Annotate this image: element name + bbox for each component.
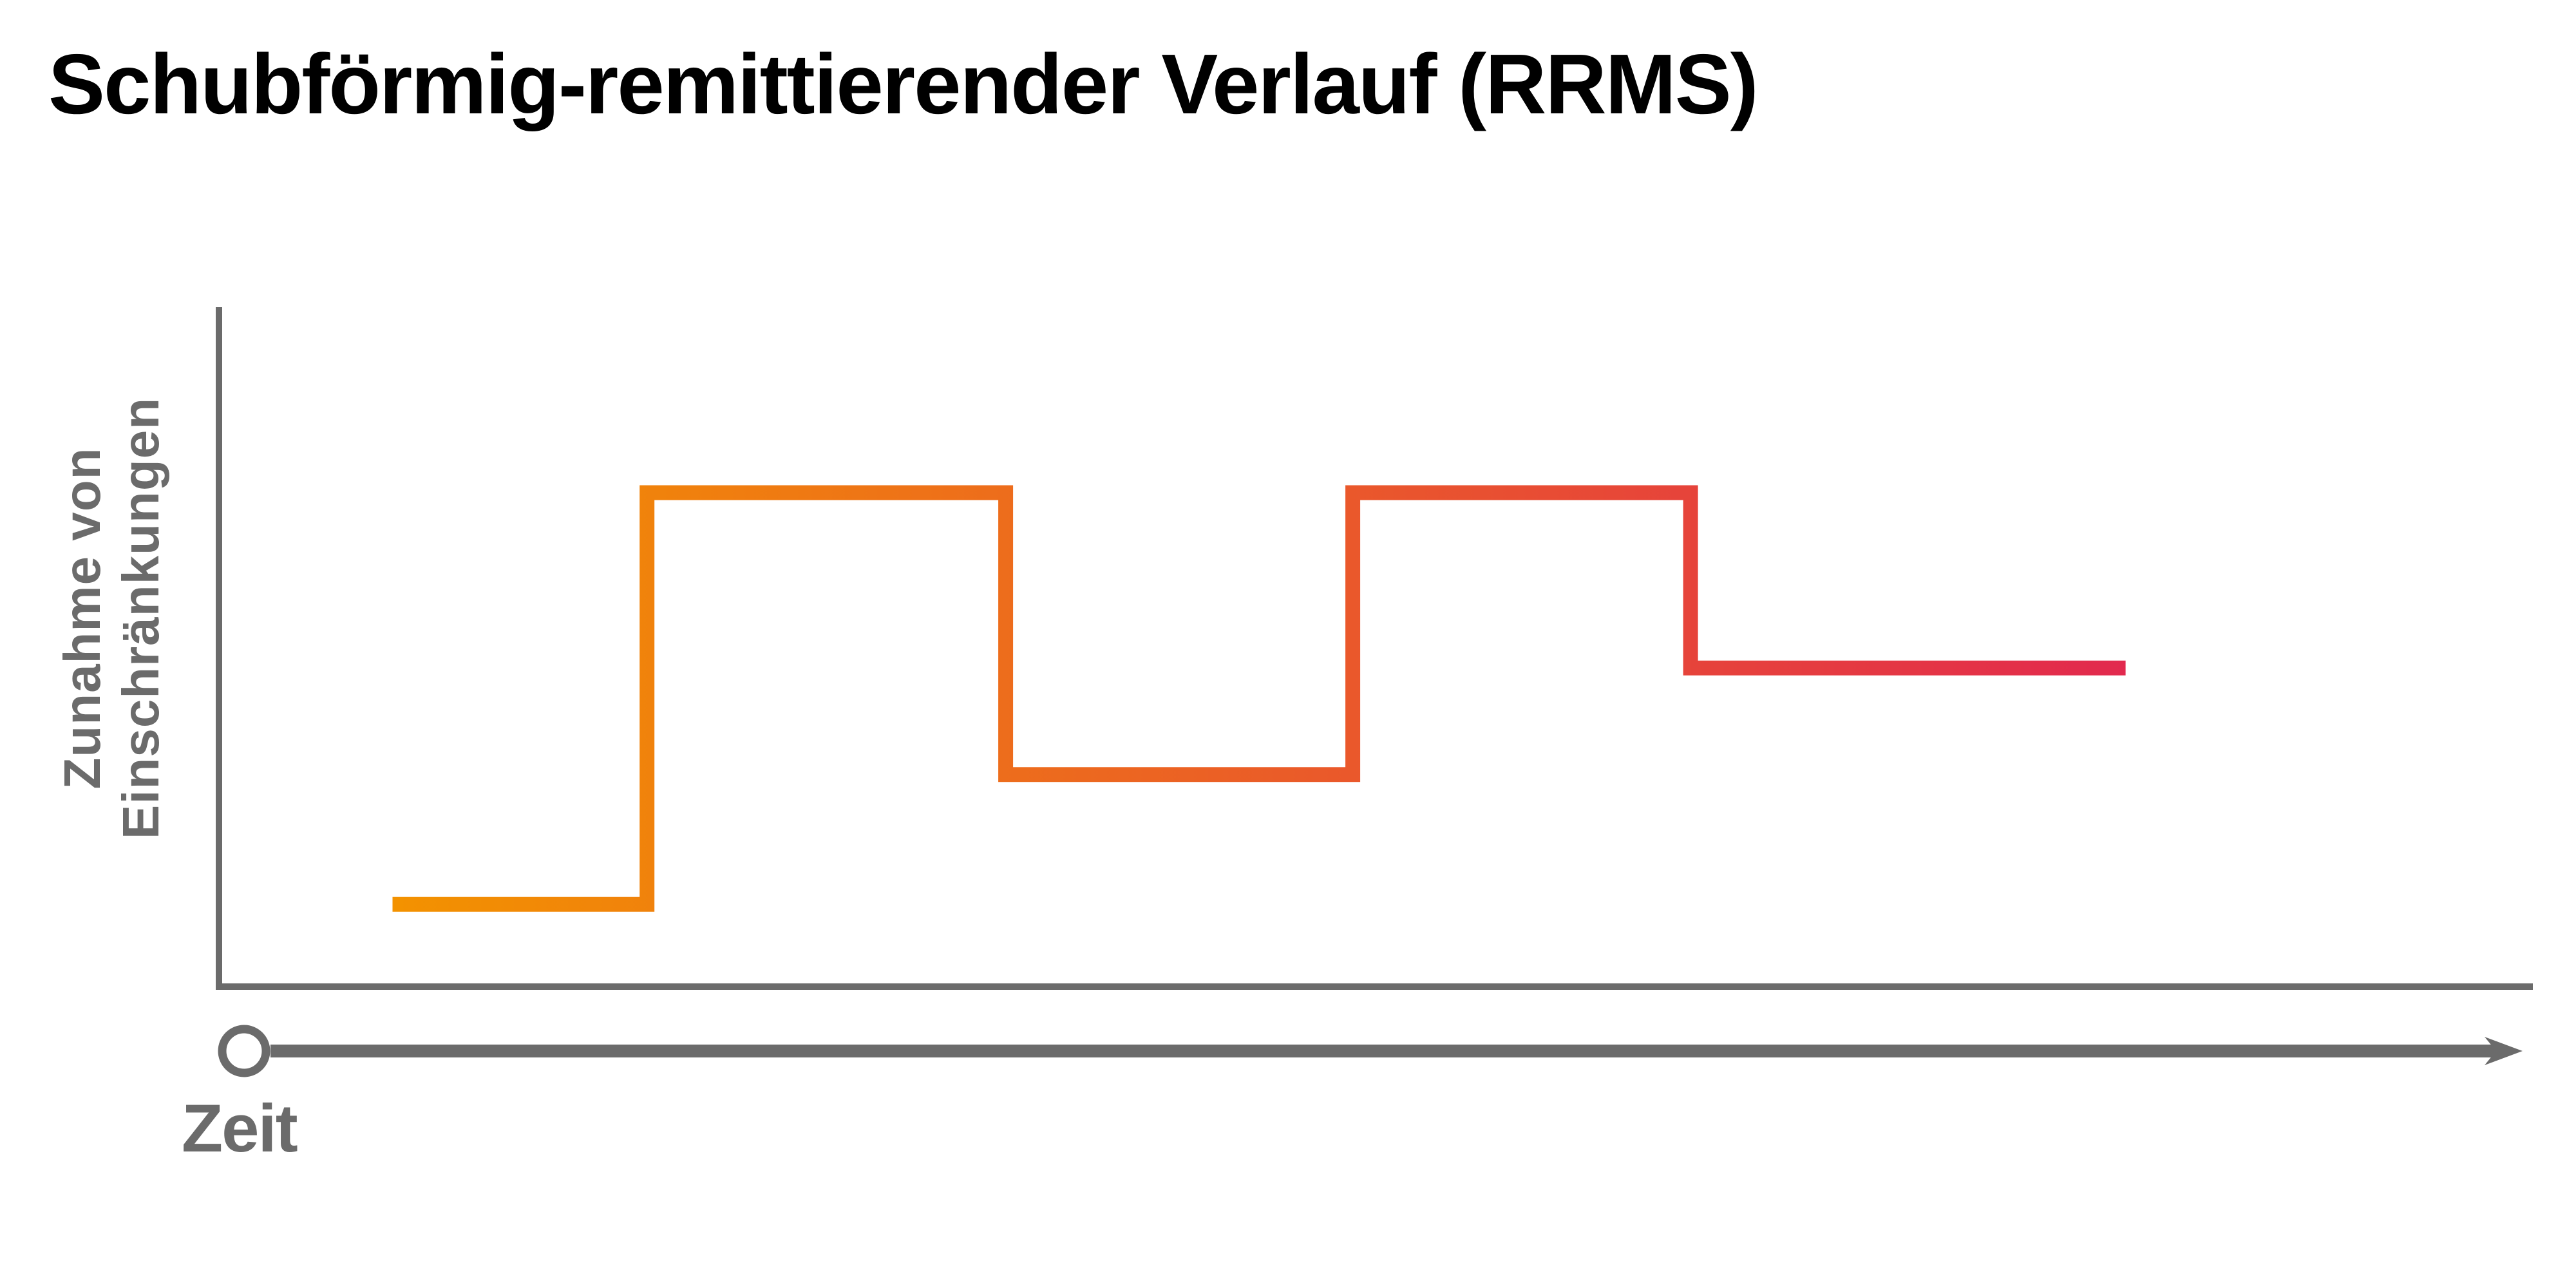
time-axis-arrow <box>218 1025 2523 1077</box>
x-axis-label: Zeit <box>182 1091 298 1166</box>
axes-frame <box>216 307 2533 990</box>
origin-circle-icon <box>218 1025 270 1077</box>
chart-title: Schubförmig-remittierender Verlauf (RRMS… <box>48 37 1759 131</box>
time-arrow-head-icon <box>2485 1037 2523 1065</box>
rrms-step-line <box>392 485 2126 912</box>
